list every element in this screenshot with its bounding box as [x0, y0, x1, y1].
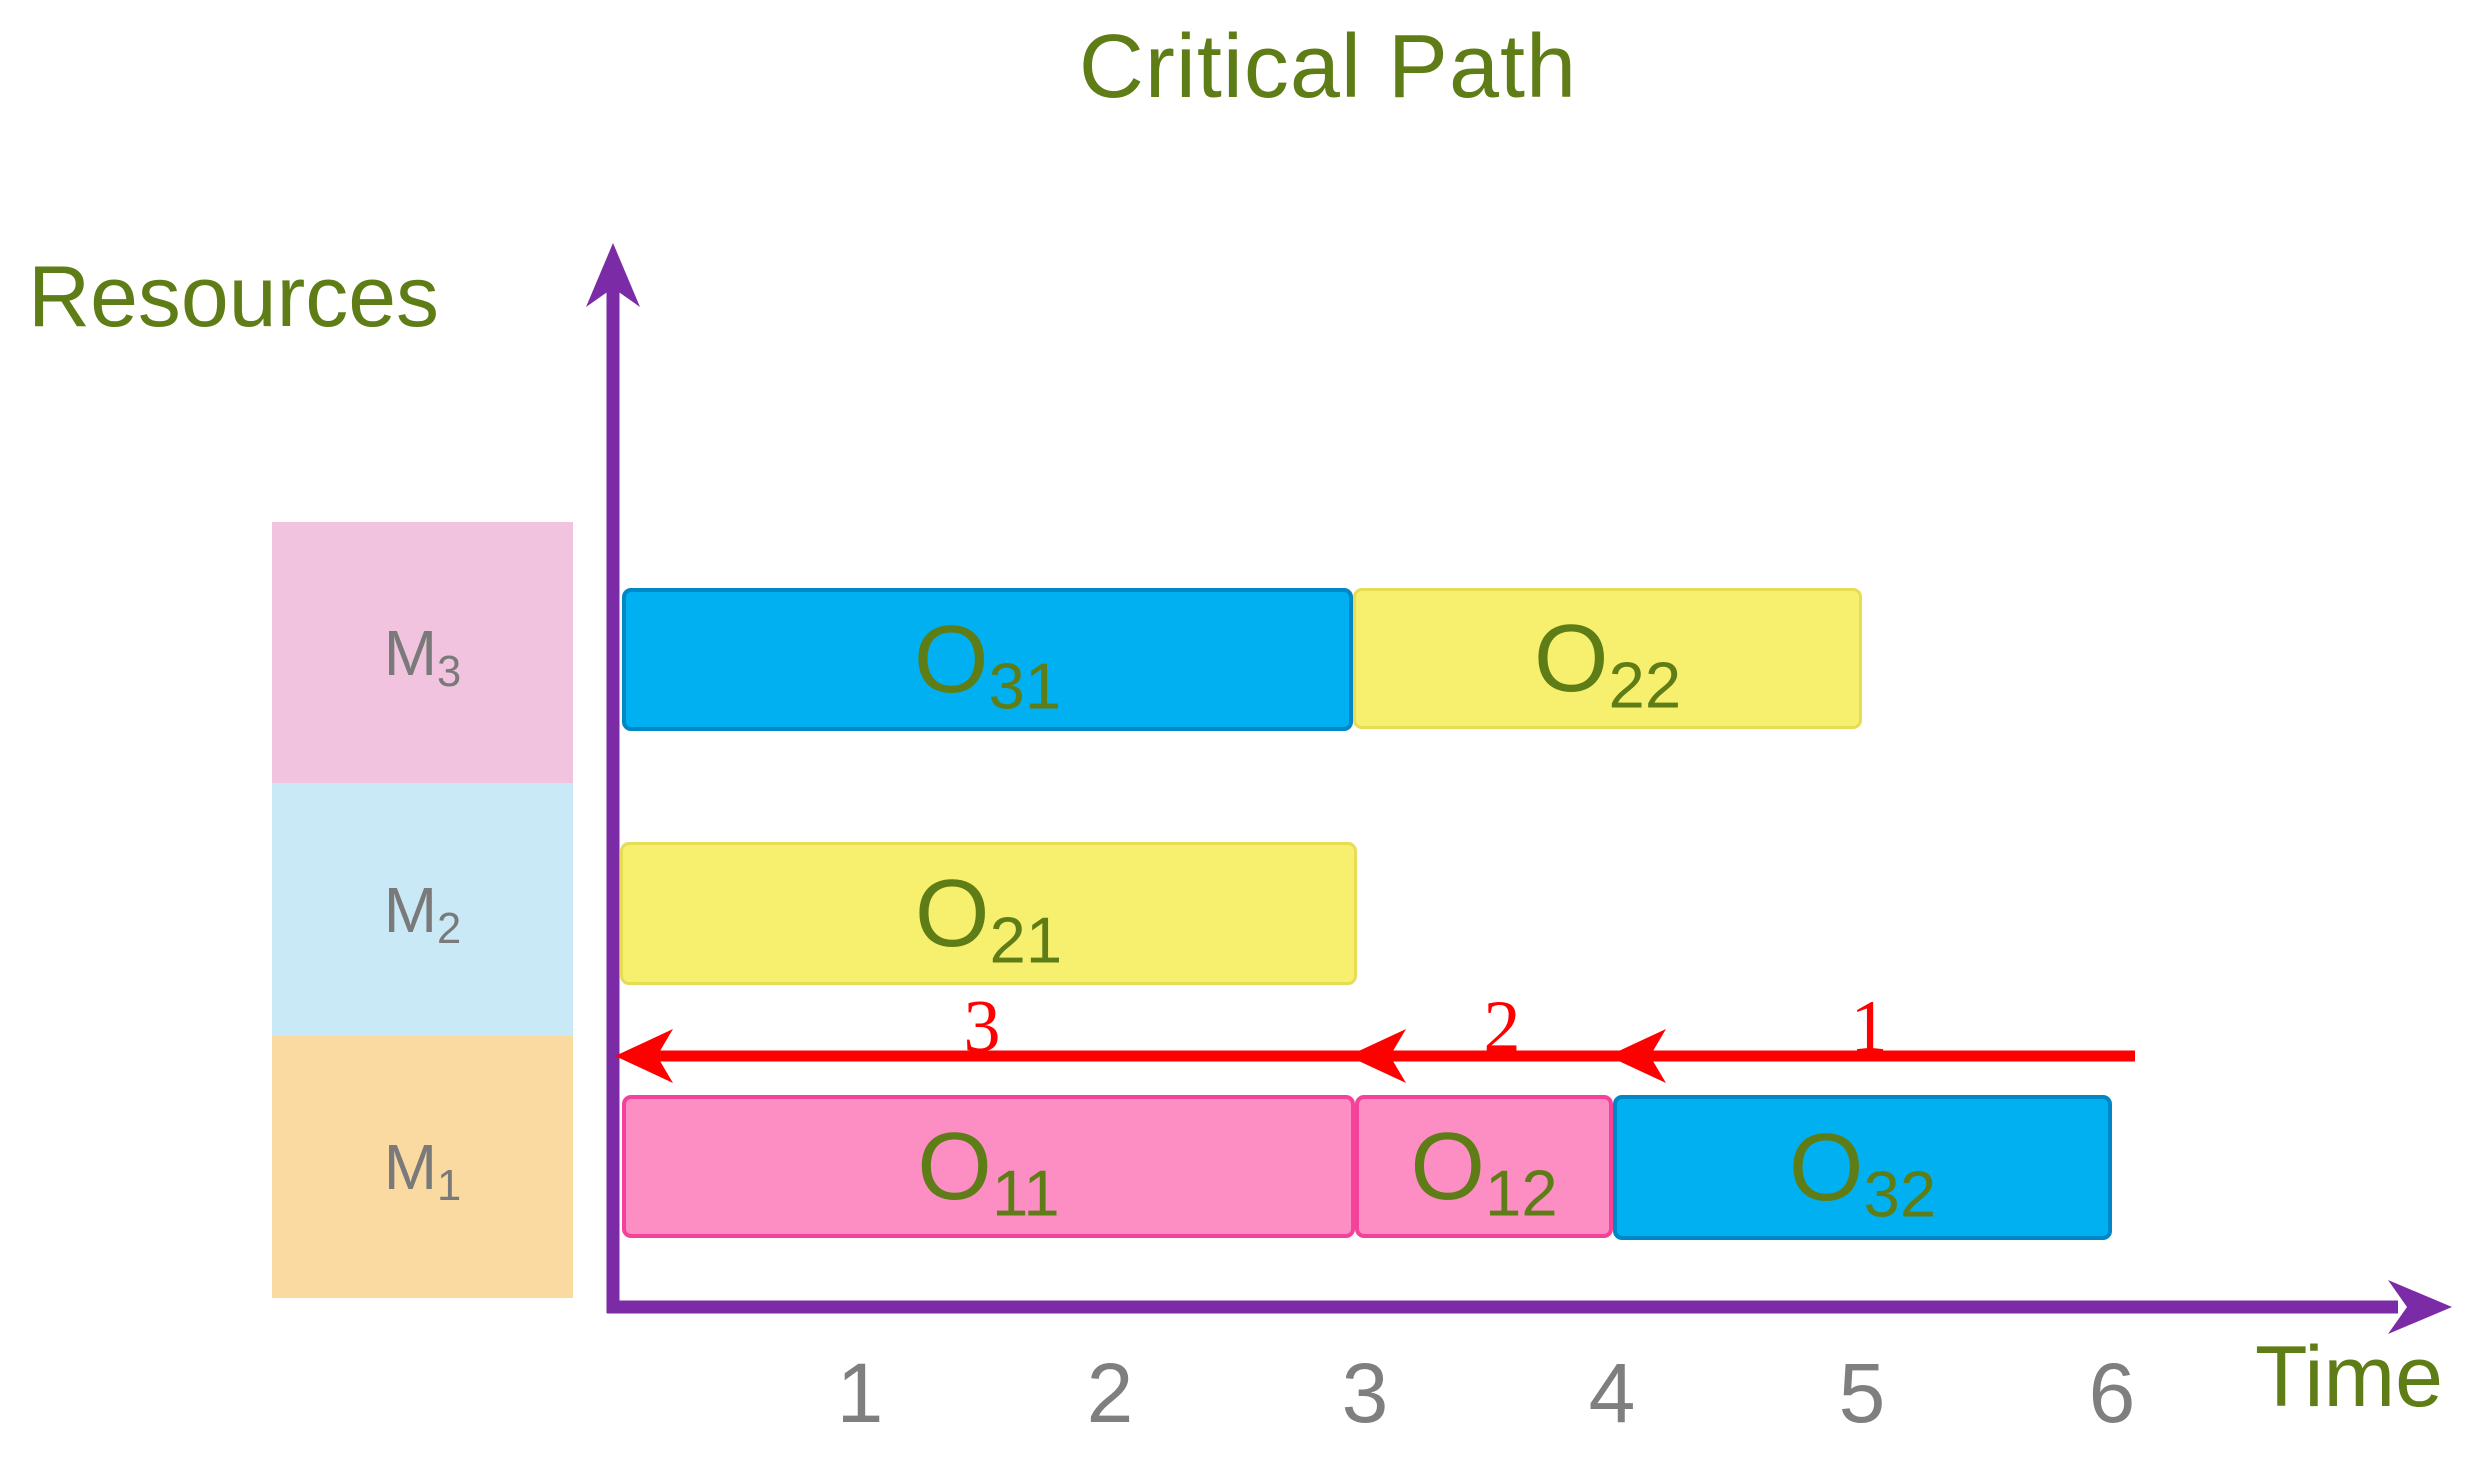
gantt-bar-o21: O21: [620, 842, 1357, 985]
gantt-bar-o31: O31: [622, 588, 1353, 731]
machine-block-m3: M3: [272, 522, 573, 783]
machine-label-m1: M1: [383, 1131, 462, 1210]
machine-label-m3: M3: [383, 616, 462, 696]
critical-path-arrowhead-mid1-icon: [1348, 1029, 1406, 1083]
bar-label-o11: O11: [917, 1112, 1060, 1230]
gantt-bar-o32: O32: [1613, 1095, 2112, 1240]
critical-path-segment-label-2: 2: [1483, 986, 1521, 1068]
y-axis-label: Resources: [28, 249, 440, 345]
x-tick-6: 6: [2088, 1346, 2136, 1440]
x-tick-4: 4: [1588, 1346, 1636, 1440]
x-tick-2: 2: [1086, 1346, 1134, 1440]
gantt-bar-o12: O12: [1355, 1095, 1613, 1238]
bar-label-o32: O32: [1788, 1113, 1937, 1231]
x-tick-3: 3: [1341, 1346, 1389, 1440]
x-axis-arrowhead-icon: [2388, 1280, 2452, 1334]
bar-label-o21: O21: [914, 859, 1063, 977]
gantt-bar-o11: O11: [622, 1095, 1355, 1238]
y-axis-arrowhead-icon: [586, 243, 640, 307]
chart-title: Critical Path: [1078, 17, 1578, 117]
x-tick-5: 5: [1838, 1346, 1886, 1440]
critical-path-segment-label-1: 1: [1850, 986, 1888, 1068]
critical-path-segment-label-3: 3: [963, 986, 1001, 1068]
machine-block-m1: M1: [272, 1036, 573, 1298]
gantt-bar-o22: O22: [1353, 588, 1862, 729]
critical-path-arrowhead-left-icon: [615, 1029, 673, 1083]
machine-label-m2: M2: [383, 873, 462, 953]
bar-label-o12: O12: [1410, 1112, 1558, 1230]
x-axis-label: Time: [2255, 1329, 2443, 1425]
machine-block-m2: M2: [272, 783, 573, 1036]
bar-label-o22: O22: [1533, 604, 1682, 722]
critical-path-arrowhead-mid2-icon: [1608, 1029, 1666, 1083]
x-tick-1: 1: [836, 1346, 884, 1440]
bar-label-o31: O31: [913, 605, 1062, 723]
